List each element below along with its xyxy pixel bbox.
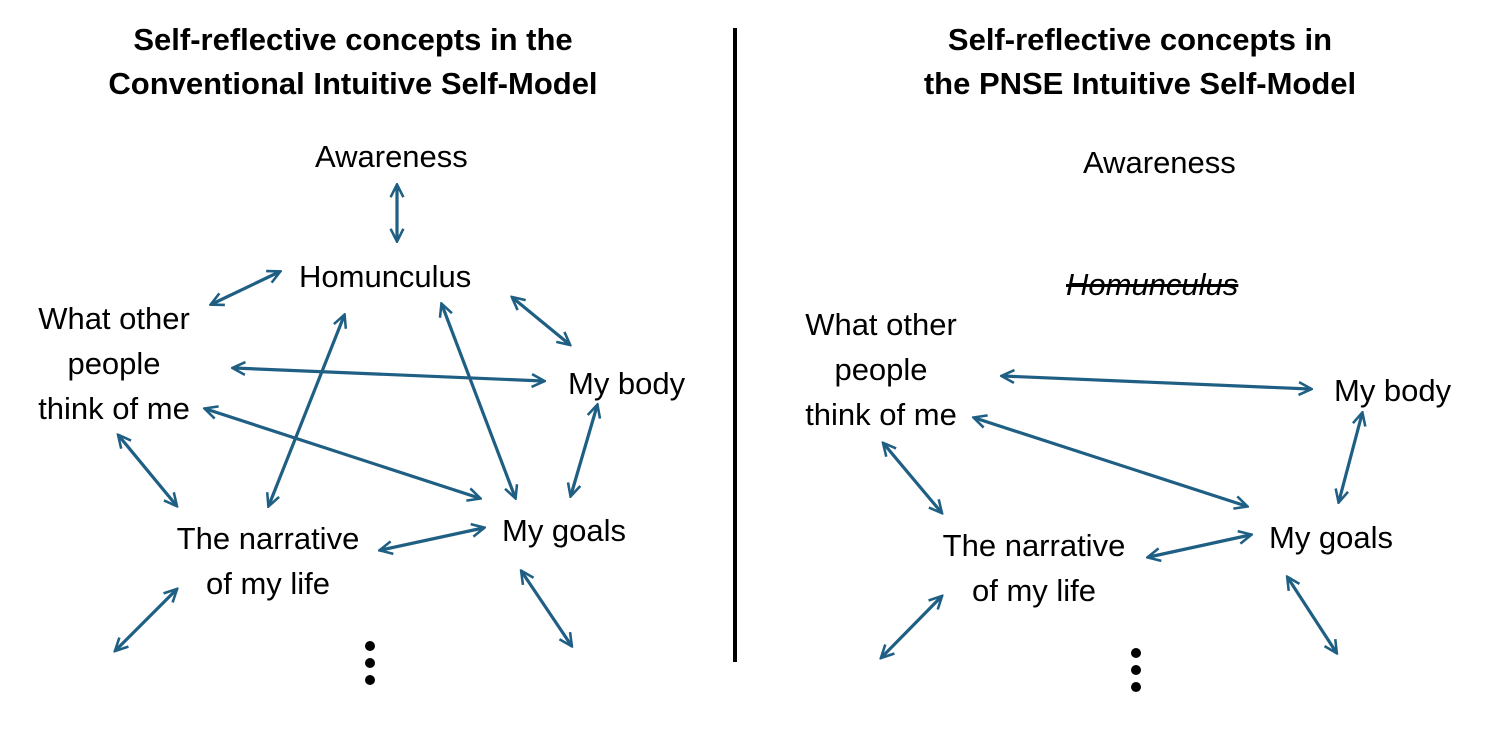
node-homunculus-right-struck: Homunculus — [1066, 267, 1239, 302]
arrow-narrative-offscreen — [116, 590, 176, 650]
arrow-others-goals — [206, 409, 479, 498]
ellipsis-left — [365, 641, 377, 692]
node-awareness-left: Awareness — [315, 139, 468, 174]
arrow-body-goals — [571, 406, 597, 495]
node-awareness-right: Awareness — [1083, 145, 1236, 180]
ellipsis-right — [1131, 648, 1143, 699]
node-others-left: What other people think of me — [38, 301, 190, 426]
arrow-others-goals-right — [975, 418, 1246, 506]
arrow-others-body-right — [1003, 376, 1310, 389]
arrow-homunculus-body — [513, 298, 569, 344]
arrow-body-goals-right — [1339, 414, 1362, 501]
node-others-right: What other people think of me — [805, 307, 957, 432]
node-body-left: My body — [568, 366, 686, 401]
arrow-others-homunculus — [212, 272, 279, 304]
arrow-narrative-goals-right — [1149, 535, 1250, 557]
node-narrative-right: The narrative of my life — [942, 528, 1126, 608]
arrow-others-body — [234, 368, 543, 381]
arrow-narrative-offscreen-right — [882, 597, 941, 657]
left-panel-title: Self-reflective concepts in the Conventi… — [108, 22, 598, 101]
arrow-narrative-goals — [381, 528, 483, 550]
arrow-others-narrative — [119, 436, 176, 505]
node-goals-left: My goals — [502, 513, 627, 548]
arrow-goals-offscreen-right — [1288, 578, 1336, 652]
node-narrative-left: The narrative of my life — [176, 521, 360, 601]
right-panel-title: Self-reflective concepts in the PNSE Int… — [923, 22, 1357, 101]
arrow-homunculus-narrative — [269, 316, 344, 505]
panel-divider — [733, 28, 737, 662]
arrow-homunculus-goals — [442, 305, 515, 497]
node-body-right: My body — [1334, 373, 1452, 408]
node-goals-right: My goals — [1269, 520, 1394, 555]
arrow-others-narrative-right — [884, 444, 941, 512]
node-homunculus-left: Homunculus — [299, 259, 472, 294]
arrow-goals-offscreen — [522, 572, 571, 645]
